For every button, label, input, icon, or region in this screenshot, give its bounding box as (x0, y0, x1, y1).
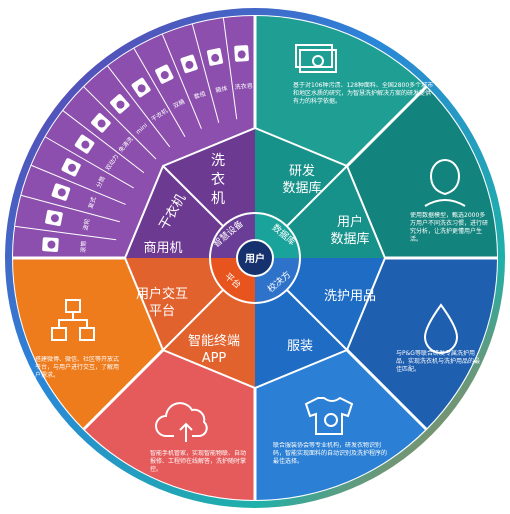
label-washer-2: 衣 (211, 172, 225, 188)
label-interaction-1: 用户交互 (136, 286, 188, 302)
label-commercial: 商用机 (143, 241, 182, 256)
fan-item-label: 箱体 (215, 84, 228, 94)
desc-user-db-wrap: 使用数据模型，甄选2000多万用户不同洗衣习惯，进行研究分析，让洗护更懂用户生活… (410, 212, 488, 243)
desc-research-db-wrap: 基于对106种污渍、128种面料、全国2800多个城市和地区水质的研究，为智慧洗… (293, 82, 434, 105)
washer-icon (110, 94, 130, 114)
fan-divider (83, 86, 157, 160)
label-smart-app-1: 智能终端 (188, 333, 240, 349)
desc-garments: 联合服装协会等专业机构，研发衣物识别码，智能实现面料的自动识别及洗护程序的最佳选… (273, 442, 388, 465)
fan-divider (133, 48, 186, 138)
fan-item-label: 波轮 (81, 218, 91, 231)
label-user-db-1: 用户 (337, 214, 363, 230)
network-icon (51, 299, 95, 341)
shirt-icon (304, 396, 354, 435)
fan-item-label: 复式 (86, 196, 97, 210)
desc-care-products: 与P&G等联合研发专属洗护用品，实现洗衣机与洗护用品的最佳匹配。 (396, 350, 481, 373)
fan-divider (222, 18, 238, 120)
washer-icon (42, 237, 59, 252)
fan-divider (161, 34, 202, 129)
money-icon (295, 44, 337, 73)
water-drop-icon (423, 303, 459, 354)
washer-icon (131, 77, 151, 98)
desc-garments-wrap: 联合服装协会等专业机构，研发衣物识别码，智能实现面料的自动识别及洗护程序的最佳选… (273, 442, 388, 465)
center-hub (236, 239, 274, 277)
person-icon (424, 159, 466, 207)
label-research-db-1: 研发 (289, 163, 315, 179)
label-smart-app-2: APP (202, 351, 227, 366)
fan-divider (15, 225, 117, 241)
fan-divider (191, 24, 220, 123)
desc-care-products-wrap: 与P&G等联合研发专属洗护用品，实现洗衣机与洗护用品的最佳匹配。 (396, 350, 481, 373)
desc-research-db: 基于对106种污渍、128种面料、全国2800多个城市和地区水质的研究，为智慧洗… (293, 82, 434, 105)
center-label: 用户 (244, 252, 265, 265)
inner-ring (209, 212, 301, 304)
washer-icon (234, 45, 249, 62)
fan-divider (31, 164, 126, 205)
desc-interaction: 搭建微博、微信、社区等开放式平台，与用户进行交互，了解用户需求。 (35, 356, 120, 379)
fan-divider (21, 194, 120, 223)
label-user-db-2: 数据库 (330, 231, 369, 247)
fan-item-label: 套组 (193, 89, 207, 100)
label-washer-3: 机 (211, 191, 225, 207)
fan-item-label: 洗衣皂 (235, 82, 254, 91)
label-care-products: 洗护用品 (324, 289, 376, 304)
washer-icon (74, 134, 95, 154)
label-research-db-2: 数据库 (282, 180, 321, 196)
label-washer-1: 洗 (211, 153, 225, 169)
desc-smart-app: 智能手机管家，实现智能物联、自动报修、工程师在线解答，洗护随时掌控。 (150, 450, 247, 473)
washer-icon (91, 113, 111, 133)
fan-divider (45, 136, 135, 189)
washer-icon (155, 64, 174, 84)
washer-icon (180, 54, 198, 74)
washer-icon (206, 48, 224, 66)
washer-icon (45, 209, 63, 227)
washer-icon (61, 158, 81, 177)
label-garments: 服装 (287, 339, 313, 354)
desc-smart-app-wrap: 智能手机管家，实现智能物联、自动报修、工程师在线解答，洗护随时掌控。 (150, 450, 247, 473)
fan-divider (62, 110, 145, 174)
fan-divider (107, 65, 171, 148)
desc-interaction-wrap: 搭建微博、微信、社区等开放式平台，与用户进行交互，了解用户需求。 (35, 356, 120, 379)
desc-user-db: 使用数据模型，甄选2000多万用户不同洗衣习惯，进行研究分析，让洗护更懂用户生活… (410, 212, 488, 243)
fan-item-label: 滚筒 (79, 240, 88, 253)
washer-icon (51, 183, 71, 201)
label-interaction-2: 平台 (149, 304, 175, 319)
cloud-upload-icon (155, 402, 208, 442)
